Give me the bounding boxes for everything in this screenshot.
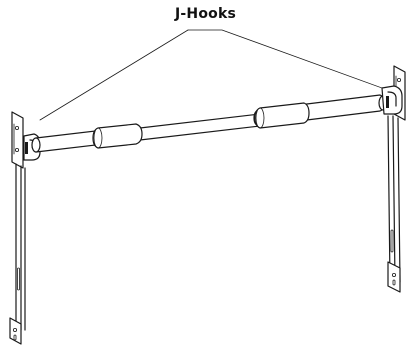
- callout-label: J-Hooks: [174, 6, 237, 22]
- j-hook-right: [381, 85, 403, 115]
- leader-line-left: [39, 29, 189, 121]
- tube-bar: [31, 94, 388, 153]
- foam-pad-right: [254, 102, 310, 129]
- leader-lines: [39, 29, 394, 121]
- bracket-left: [9, 111, 26, 345]
- foam-pad-left: [92, 123, 143, 149]
- leader-line-right: [187, 29, 394, 93]
